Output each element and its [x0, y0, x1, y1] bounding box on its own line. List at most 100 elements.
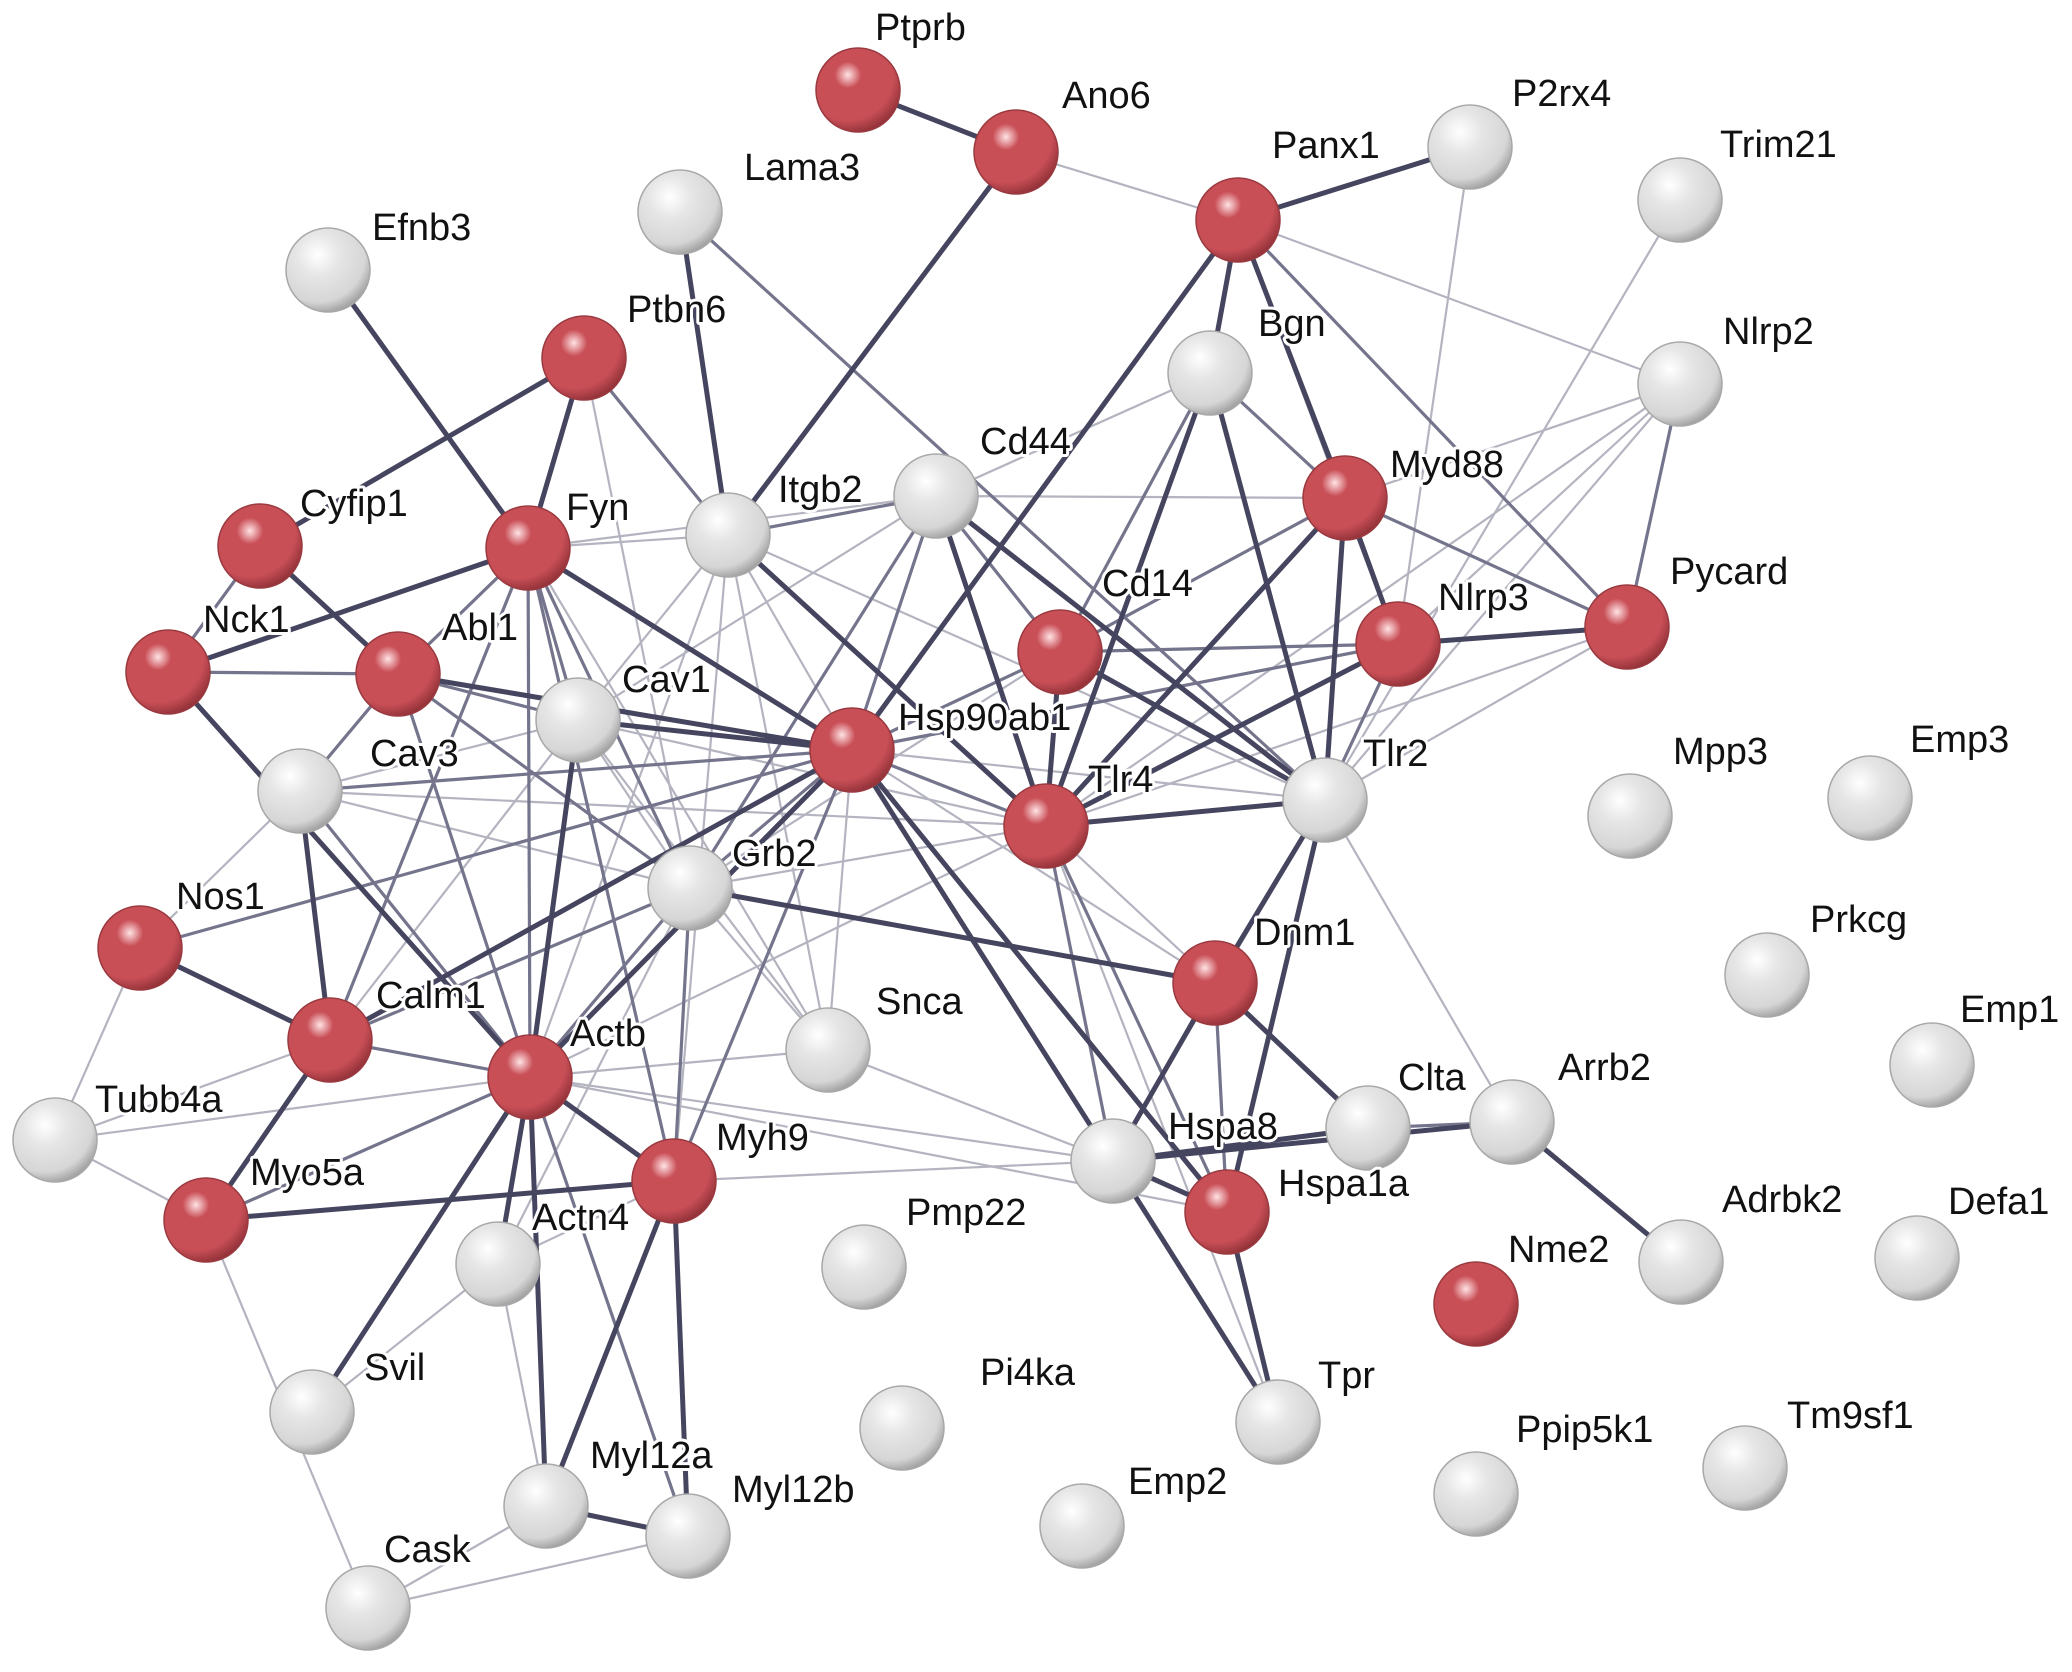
- node-sphere[interactable]: [1355, 601, 1441, 687]
- node-sphere[interactable]: [1827, 755, 1913, 841]
- node-abl1[interactable]: Abl1: [355, 604, 521, 717]
- node-itgb2[interactable]: Itgb2: [685, 466, 866, 578]
- node-sphere[interactable]: [1637, 341, 1723, 427]
- node-fyn[interactable]: Fyn: [485, 484, 632, 591]
- node-trim21[interactable]: Trim21: [1637, 121, 1840, 243]
- node-myd88[interactable]: Myd88: [1302, 441, 1507, 541]
- node-sphere[interactable]: [1302, 455, 1388, 541]
- node-sphere[interactable]: [859, 1385, 945, 1471]
- node-sphere[interactable]: [287, 997, 373, 1083]
- node-nck1[interactable]: Nck1: [125, 596, 293, 715]
- node-defa1[interactable]: Defa1: [1874, 1178, 2052, 1301]
- node-sphere[interactable]: [1637, 157, 1723, 243]
- node-lama3[interactable]: Lama3: [637, 144, 863, 255]
- node-sphere[interactable]: [455, 1221, 541, 1307]
- node-sphere[interactable]: [1433, 1261, 1519, 1347]
- node-sphere[interactable]: [893, 453, 979, 539]
- node-ano6[interactable]: Ano6: [973, 72, 1154, 195]
- node-tubb4a[interactable]: Tubb4a: [12, 1076, 226, 1183]
- node-clta[interactable]: Clta: [1325, 1054, 1469, 1171]
- node-p2rx4[interactable]: P2rx4: [1427, 70, 1614, 190]
- node-pmp22[interactable]: Pmp22: [821, 1189, 1029, 1310]
- node-tm9sf1[interactable]: Tm9sf1: [1702, 1392, 1917, 1511]
- node-pi4ka[interactable]: Pi4ka: [859, 1349, 1079, 1471]
- node-ptprb[interactable]: Ptprb: [815, 4, 969, 133]
- node-sphere[interactable]: [1427, 104, 1513, 190]
- node-sphere[interactable]: [1724, 932, 1810, 1018]
- node-sphere[interactable]: [535, 677, 621, 763]
- node-hspa8[interactable]: Hspa8: [1070, 1103, 1281, 1204]
- node-sphere[interactable]: [1874, 1215, 1960, 1301]
- node-sphere[interactable]: [1003, 783, 1089, 869]
- node-panx1[interactable]: Panx1: [1195, 122, 1383, 263]
- node-cd44[interactable]: Cd44: [893, 418, 1074, 539]
- node-bgn[interactable]: Bgn: [1167, 300, 1329, 416]
- node-cd14[interactable]: Cd14: [1017, 560, 1196, 695]
- node-sphere[interactable]: [809, 707, 895, 793]
- node-pycard[interactable]: Pycard: [1584, 548, 1791, 670]
- node-sphere[interactable]: [257, 748, 343, 834]
- node-sphere[interactable]: [1638, 1219, 1724, 1305]
- node-sphere[interactable]: [487, 1034, 573, 1120]
- node-sphere[interactable]: [1587, 773, 1673, 859]
- node-tpr[interactable]: Tpr: [1235, 1352, 1378, 1465]
- node-snca[interactable]: Snca: [785, 978, 966, 1093]
- node-hspa1a[interactable]: Hspa1a: [1184, 1160, 1413, 1255]
- node-sphere[interactable]: [1282, 757, 1368, 843]
- node-sphere[interactable]: [1039, 1483, 1125, 1569]
- node-cyfip1[interactable]: Cyfip1: [217, 480, 411, 589]
- node-sphere[interactable]: [815, 47, 901, 133]
- node-sphere[interactable]: [785, 1007, 871, 1093]
- node-ptbn6[interactable]: Ptbn6: [541, 286, 729, 401]
- node-nlrp2[interactable]: Nlrp2: [1637, 308, 1817, 427]
- node-sphere[interactable]: [97, 905, 183, 991]
- node-sphere[interactable]: [1195, 177, 1281, 263]
- node-hsp90ab1[interactable]: Hsp90ab1: [809, 694, 1074, 793]
- node-ppip5k1[interactable]: Ppip5k1: [1433, 1406, 1656, 1537]
- node-sphere[interactable]: [163, 1177, 249, 1263]
- node-cav3[interactable]: Cav3: [257, 730, 462, 834]
- node-cask[interactable]: Cask: [325, 1526, 475, 1651]
- node-myh9[interactable]: Myh9: [631, 1114, 812, 1224]
- node-sphere[interactable]: [285, 227, 371, 313]
- node-sphere[interactable]: [325, 1565, 411, 1651]
- node-myl12a[interactable]: Myl12a: [503, 1432, 716, 1549]
- node-nme2[interactable]: Nme2: [1433, 1226, 1612, 1347]
- node-sphere[interactable]: [355, 631, 441, 717]
- node-sphere[interactable]: [1889, 1022, 1975, 1108]
- node-emp3[interactable]: Emp3: [1827, 716, 2012, 841]
- node-myo5a[interactable]: Myo5a: [163, 1149, 368, 1263]
- node-sphere[interactable]: [1325, 1085, 1411, 1171]
- node-sphere[interactable]: [217, 503, 303, 589]
- node-sphere[interactable]: [637, 169, 723, 255]
- node-sphere[interactable]: [1235, 1379, 1321, 1465]
- node-sphere[interactable]: [1433, 1451, 1519, 1537]
- node-sphere[interactable]: [541, 315, 627, 401]
- node-tlr2[interactable]: Tlr2: [1282, 730, 1431, 843]
- node-actb[interactable]: Actb: [487, 1010, 649, 1120]
- node-sphere[interactable]: [821, 1224, 907, 1310]
- node-calm1[interactable]: Calm1: [287, 972, 489, 1083]
- node-myl12b[interactable]: Myl12b: [645, 1466, 858, 1579]
- node-sphere[interactable]: [973, 109, 1059, 195]
- node-tlr4[interactable]: Tlr4: [1003, 756, 1156, 869]
- node-sphere[interactable]: [1469, 1079, 1555, 1165]
- node-prkcg[interactable]: Prkcg: [1724, 896, 1910, 1018]
- node-cav1[interactable]: Cav1: [535, 656, 714, 763]
- node-sphere[interactable]: [1184, 1169, 1270, 1255]
- node-efnb3[interactable]: Efnb3: [285, 204, 474, 313]
- node-actn4[interactable]: Actn4: [455, 1194, 632, 1307]
- node-sphere[interactable]: [645, 1493, 731, 1579]
- node-sphere[interactable]: [12, 1097, 98, 1183]
- node-svil[interactable]: Svil: [269, 1344, 428, 1455]
- node-sphere[interactable]: [125, 629, 211, 715]
- node-mpp3[interactable]: Mpp3: [1587, 728, 1771, 859]
- node-sphere[interactable]: [647, 845, 733, 931]
- node-grb2[interactable]: Grb2: [647, 830, 819, 931]
- node-sphere[interactable]: [1017, 609, 1103, 695]
- node-dnm1[interactable]: Dnm1: [1172, 909, 1358, 1026]
- node-sphere[interactable]: [1167, 330, 1253, 416]
- node-sphere[interactable]: [1172, 940, 1258, 1026]
- node-nlrp3[interactable]: Nlrp3: [1355, 574, 1532, 687]
- node-sphere[interactable]: [485, 505, 571, 591]
